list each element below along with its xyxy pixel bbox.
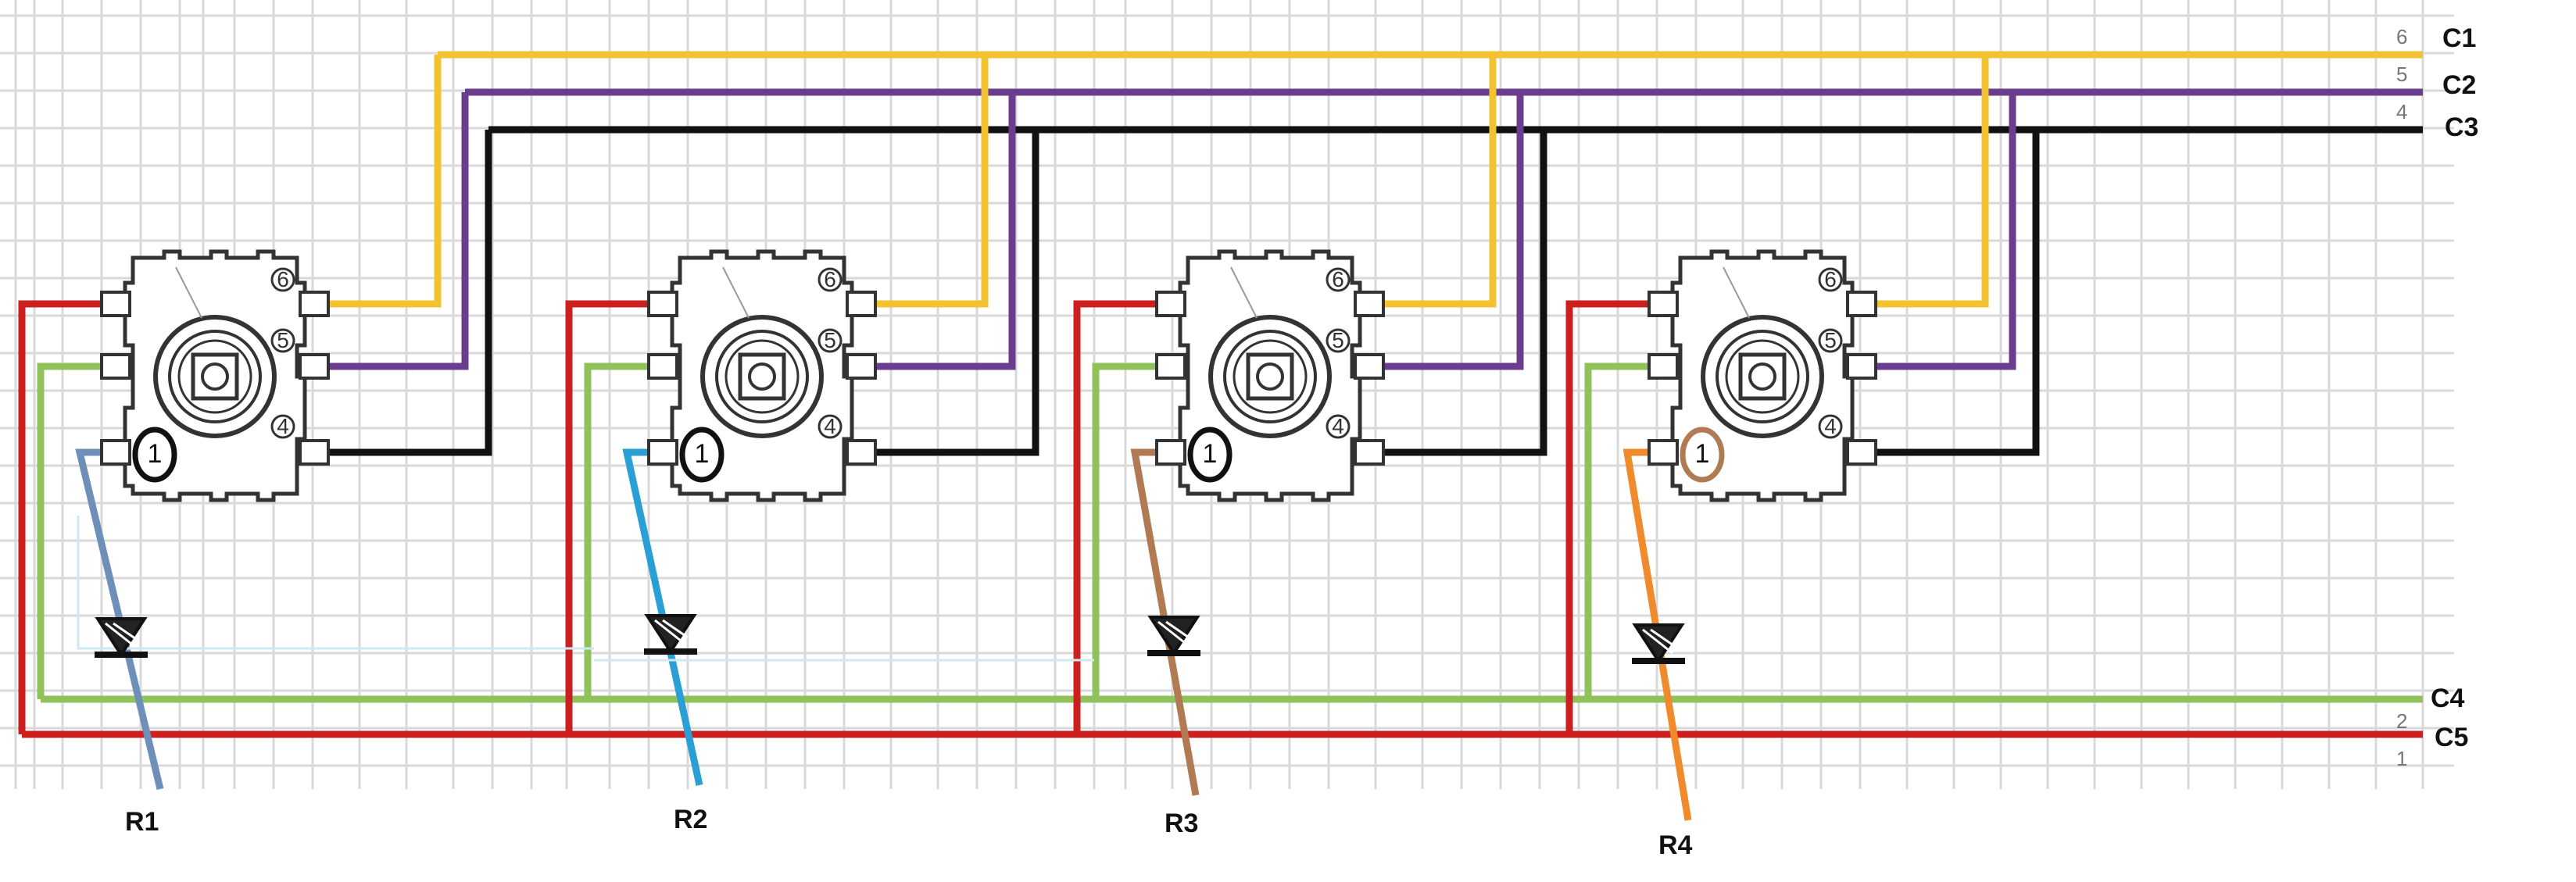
c5-label: C5 (2435, 723, 2468, 752)
c2-line-number: 5 (2396, 62, 2407, 86)
pin-1-marker (679, 427, 724, 483)
wire-left-pin-to-c4 (1584, 362, 1649, 699)
rotary-encoder-switch-icon: 6 5 4 1 (1157, 252, 1383, 500)
pin-1-label: 1 (1695, 439, 1710, 469)
wire-pin5-to-c2 (875, 92, 1016, 370)
diode-icon (644, 616, 697, 652)
rotary-encoder-switch-icon: 6 5 4 1 (1649, 252, 1876, 500)
switch-pin-number: 5 (277, 328, 289, 352)
wire-left-pin-to-c5 (18, 300, 102, 734)
label-layer: 6 C1 5 C2 4 C3 C4 2 C5 1 R1 R2 R3 R4 (125, 23, 2478, 860)
wire-pin5-to-c2 (1383, 92, 1524, 370)
wire-pin6-to-c1 (1876, 55, 1989, 308)
faint-trace (77, 516, 594, 650)
pin-1-label: 1 (1203, 439, 1218, 469)
r4-label: R4 (1658, 830, 1693, 860)
pin-1-label: 1 (148, 439, 163, 469)
wire-pin4-to-c3 (1383, 130, 1547, 456)
wire-pin4-to-c3 (328, 130, 492, 456)
wire-pin4-to-c3 (1876, 130, 2040, 456)
rotary-encoder-switch-icon: 6 5 4 1 (649, 252, 875, 500)
wire-pin5-to-c2 (1876, 92, 2016, 370)
background-grid (0, 0, 2454, 789)
pin-1-marker (1680, 427, 1725, 483)
c2-label: C2 (2442, 70, 2476, 100)
wire-left-pin-to-c4 (37, 362, 102, 699)
rotary-encoder-switch-icon: 6 5 4 1 (102, 252, 328, 500)
wire-left-pin-to-c5 (1565, 300, 1649, 734)
switch-pin-number: 5 (1824, 328, 1837, 352)
switch-pin-number: 6 (1824, 267, 1837, 291)
switch-pin-number: 6 (1332, 267, 1344, 291)
switch-pin-number: 5 (824, 328, 836, 352)
switch-pin-number: 5 (1332, 328, 1344, 352)
switch-pin-number: 4 (277, 414, 289, 438)
diode-icon (1147, 617, 1200, 653)
wire-left-pin-to-c5 (565, 300, 649, 734)
switch-pin-number: 6 (824, 267, 836, 291)
pin-1-label: 1 (695, 439, 710, 469)
wire-left-pin-to-c5 (1073, 300, 1157, 734)
wire-pin5-to-c2 (328, 92, 469, 370)
switch-pin-number: 4 (824, 414, 836, 438)
c4-label: C4 (2431, 684, 2465, 713)
wire-pin6-to-c1 (1383, 55, 1497, 308)
switch-layer: 6 5 4 1 6 5 4 1 6 5 4 1 6 5 4 1 (102, 252, 1876, 500)
row-wire-r4 (1623, 448, 1692, 821)
pin-1-marker (1187, 427, 1233, 483)
pin-1-marker (132, 427, 177, 483)
c1-line-number: 6 (2396, 25, 2407, 48)
r1-label: R1 (125, 807, 159, 837)
wiring-layer (18, 51, 2423, 821)
switch-pin-number: 4 (1332, 414, 1344, 438)
row-wire-r3 (1130, 448, 1200, 796)
c3-label: C3 (2445, 112, 2478, 142)
c5-line-number: 1 (2396, 747, 2407, 770)
wire-pin6-to-c1 (328, 55, 442, 308)
wire-pin6-to-c1 (875, 55, 989, 308)
wire-left-pin-to-c4 (584, 362, 649, 699)
r2-label: R2 (674, 805, 707, 834)
row-wire-r1 (75, 448, 164, 791)
c1-label: C1 (2442, 23, 2476, 53)
wire-pin4-to-c3 (875, 130, 1039, 456)
switch-pin-number: 6 (277, 267, 289, 291)
c3-line-number: 4 (2396, 100, 2407, 123)
row-wire-r2 (622, 448, 703, 786)
wire-left-pin-to-c4 (1092, 362, 1157, 699)
switch-pin-number: 4 (1824, 414, 1837, 438)
r3-label: R3 (1165, 809, 1198, 838)
diode-icon (1632, 625, 1685, 661)
c4-line-number: 2 (2396, 709, 2407, 733)
